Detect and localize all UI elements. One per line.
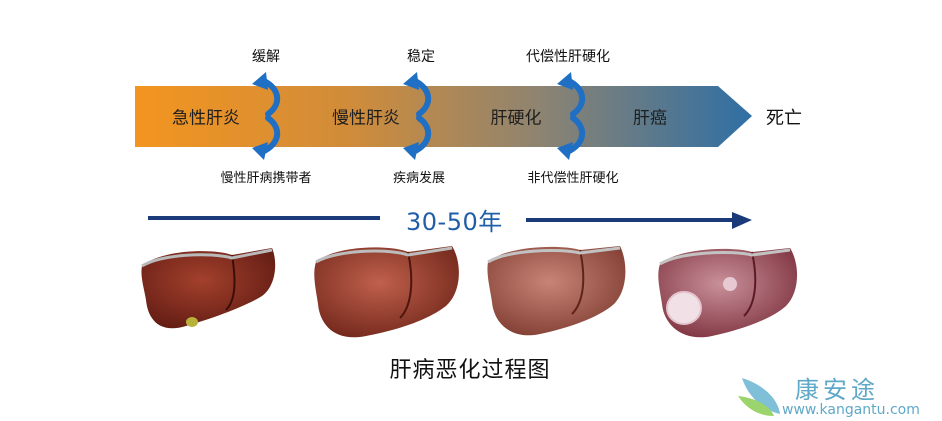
inflamed-liver-icon [314, 246, 459, 338]
stage-liver-cancer: 肝癌 [633, 108, 667, 129]
remission-arrowhead-icon [252, 72, 268, 90]
label-chronic-carrier: 慢性肝病携带者 [220, 171, 312, 186]
leaf-logo-icon [738, 378, 780, 416]
outcome-death: 死亡 [766, 108, 802, 129]
stage-chronic-hepatitis: 慢性肝炎 [332, 108, 400, 129]
brand-url: www.kangantu.com [782, 402, 920, 418]
cirrhotic-liver-icon [487, 246, 626, 336]
timeline-label: 30-50年 [406, 208, 503, 236]
cancerous-liver-icon [658, 248, 798, 338]
carrier-arrowhead-icon [252, 142, 268, 160]
figure-caption: 肝病恶化过程图 [389, 358, 551, 383]
label-decompensated-cirrhosis: 非代偿性肝硬化 [527, 171, 619, 186]
label-disease-progression: 疾病发展 [392, 171, 446, 186]
stage-cirrhosis: 肝硬化 [490, 108, 542, 129]
progression-arrow [135, 86, 752, 147]
tumor-mass-icon [666, 291, 702, 325]
stage-acute-hepatitis: 急性肝炎 [172, 108, 240, 129]
label-compensated-cirrhosis: 代偿性肝硬化 [526, 49, 610, 65]
stable-arrowhead-icon [403, 72, 419, 90]
decompensated-arrowhead-icon [557, 142, 573, 160]
progression-arrowhead-icon [403, 142, 419, 160]
compensated-arrowhead-icon [557, 72, 573, 90]
normal-liver-icon [141, 248, 276, 329]
label-remission: 缓解 [252, 49, 280, 65]
brand-name: 康安途 [795, 376, 879, 404]
timeline-arrowhead-icon [732, 212, 752, 229]
label-stable: 稳定 [407, 49, 435, 65]
